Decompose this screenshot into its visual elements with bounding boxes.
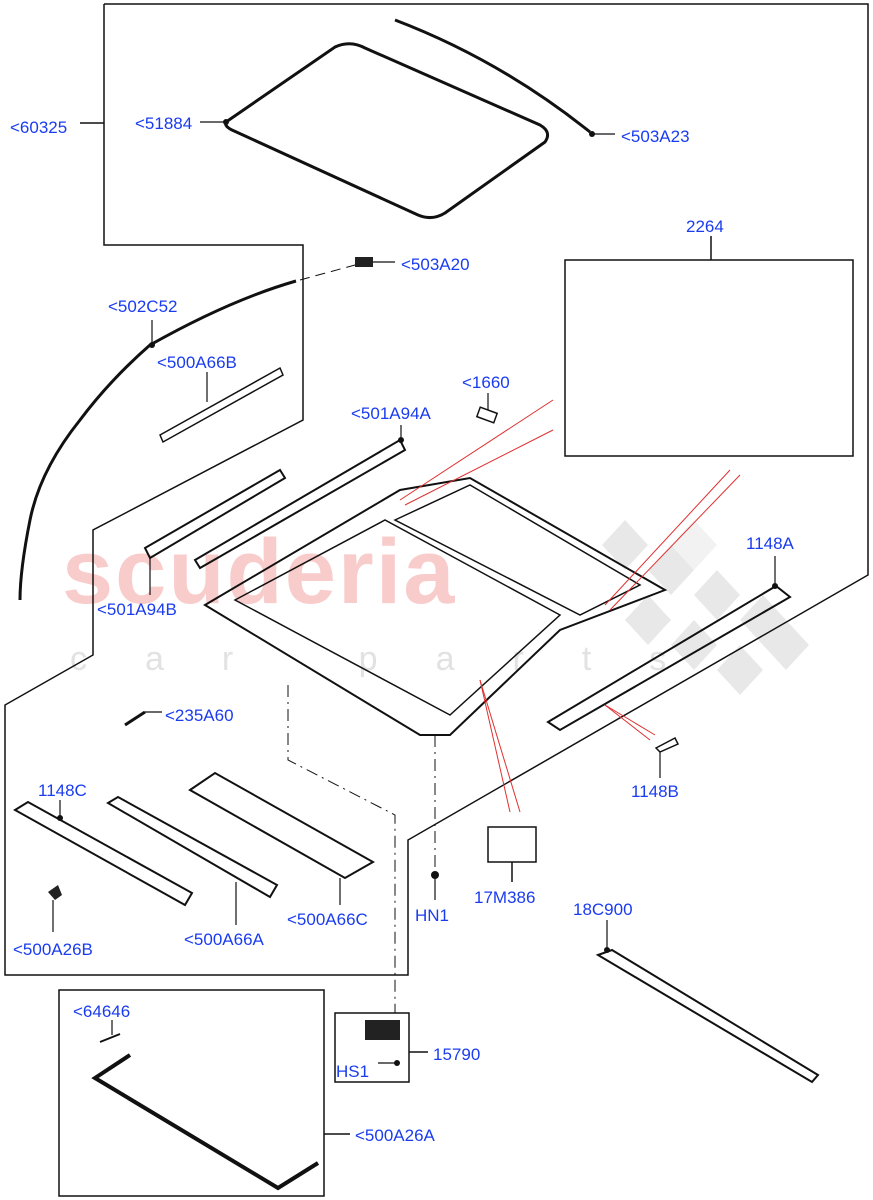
part-502C52-cable	[18, 279, 297, 601]
callout-64646[interactable]: <64646	[73, 1002, 131, 1021]
callout-15790[interactable]: 15790	[433, 1045, 481, 1064]
checker-flag-watermark	[602, 520, 809, 695]
box-17M386	[487, 826, 537, 863]
box-15790	[334, 1012, 410, 1083]
group-frame-outline	[4, 3, 869, 976]
part-roof-frame	[203, 476, 668, 736]
callout-HS1[interactable]: HS1	[336, 1062, 370, 1081]
callout-500A66A[interactable]: <500A66A	[184, 930, 264, 949]
callout-503A20[interactable]: <503A20	[401, 255, 470, 274]
callout-500A26B[interactable]: <500A26B	[13, 940, 93, 959]
callout-1148A[interactable]: 1148A	[746, 534, 794, 553]
box-500A26A	[58, 989, 325, 1197]
box-2264	[564, 259, 854, 457]
callout-60325[interactable]: <60325	[10, 118, 68, 137]
callout-HN1[interactable]: HN1	[415, 906, 450, 925]
callout-2264[interactable]: 2264	[686, 217, 724, 236]
callout-235A60[interactable]: <235A60	[165, 706, 234, 725]
callout-18C900[interactable]: 18C900	[573, 900, 633, 919]
callout-500A26A[interactable]: <500A26A	[355, 1126, 435, 1145]
callout-503A23[interactable]: <503A23	[621, 127, 690, 146]
callout-1148C[interactable]: 1148C	[38, 781, 87, 800]
callout-1660[interactable]: <1660	[462, 373, 510, 392]
callout-17M386[interactable]: 17M386	[474, 888, 536, 907]
callout-501A94A[interactable]: <501A94A	[351, 404, 431, 423]
watermark-scuderia: scuderia	[62, 521, 457, 623]
callout-51884[interactable]: <51884	[135, 114, 193, 133]
callout-1148B[interactable]: 1148B	[631, 782, 679, 801]
callout-502C52[interactable]: <502C52	[108, 297, 178, 316]
callout-500A66B[interactable]: <500A66B	[157, 353, 237, 372]
part-51884-seal	[224, 42, 550, 220]
callout-501A94B[interactable]: <501A94B	[97, 600, 177, 619]
callout-500A66C[interactable]: <500A66C	[287, 910, 368, 929]
